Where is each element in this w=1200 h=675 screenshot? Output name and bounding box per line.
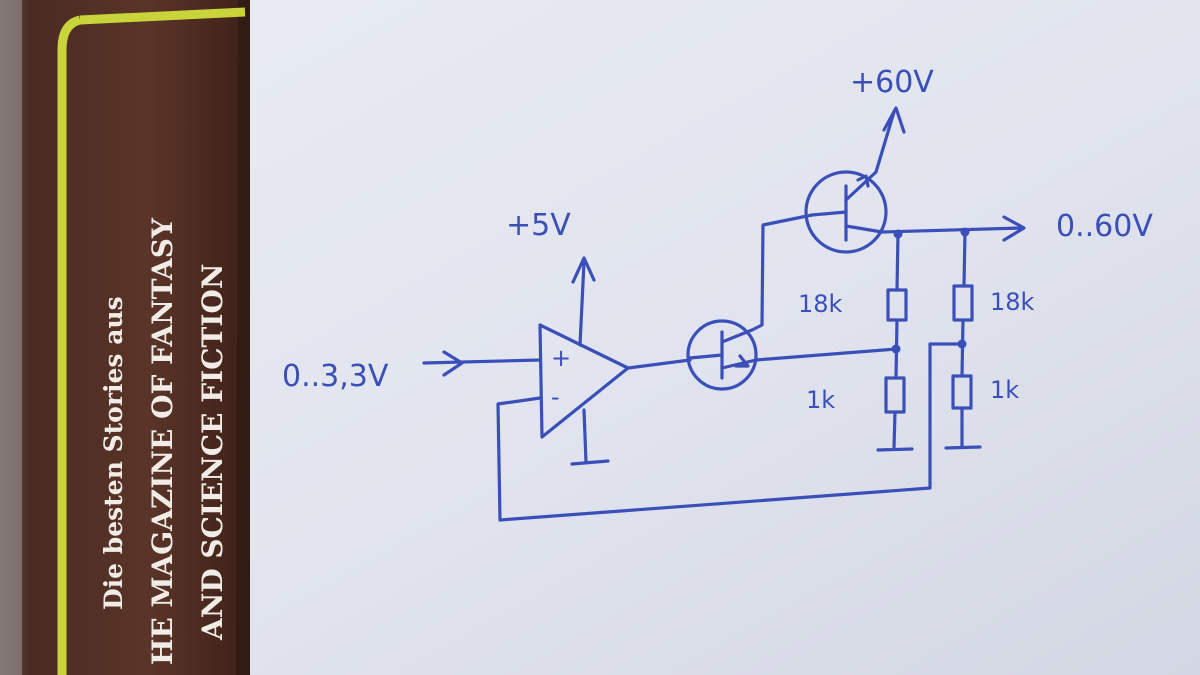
- input-wire: [422, 358, 542, 365]
- opamp-minus-sign: -: [551, 383, 560, 411]
- feedback-wire: [496, 342, 964, 522]
- resistor-1k-left-label: 1k: [806, 386, 835, 414]
- resistor-18k-right-label: 18k: [990, 288, 1035, 316]
- supply-5v-arrow: [571, 256, 596, 284]
- divider-right: [944, 230, 982, 450]
- spine-line-1: Die besten Stories aus: [99, 296, 128, 610]
- input-label: 0..3,3V: [282, 359, 389, 394]
- op-amp: + -: [538, 323, 630, 439]
- driver-transistor: [686, 319, 758, 391]
- opamp-ground: [570, 408, 610, 466]
- output-wire: [880, 226, 1024, 234]
- supply-60v-wire: [874, 110, 896, 174]
- emitter-to-divider-wire: [754, 347, 898, 362]
- output-label: 0..60V: [1056, 209, 1153, 244]
- spine-line-3: AND SCIENCE FICTION: [196, 264, 229, 641]
- supply-5v-label: +5V: [506, 208, 571, 243]
- opamp-output-wire: [626, 358, 692, 370]
- input-arrow: [442, 350, 464, 377]
- opamp-plus-sign: +: [551, 344, 571, 372]
- spine-stripe: [57, 15, 82, 675]
- book-spine: Die besten Stories aus HE MAGAZINE OF FA…: [0, 0, 250, 675]
- supply-60v-label: +60V: [850, 65, 934, 100]
- spine-line-2: HE MAGAZINE OF FANTASY: [146, 217, 179, 665]
- collector-to-base-wire: [750, 213, 814, 332]
- supply-5v-wire: [578, 260, 586, 347]
- divider-left: [876, 232, 914, 452]
- output-arrow: [1002, 215, 1026, 242]
- resistor-18k-left-label: 18k: [798, 290, 843, 318]
- output-transistor: [804, 170, 888, 254]
- supply-60v-arrow: [882, 106, 906, 134]
- resistor-1k-right-label: 1k: [990, 376, 1019, 404]
